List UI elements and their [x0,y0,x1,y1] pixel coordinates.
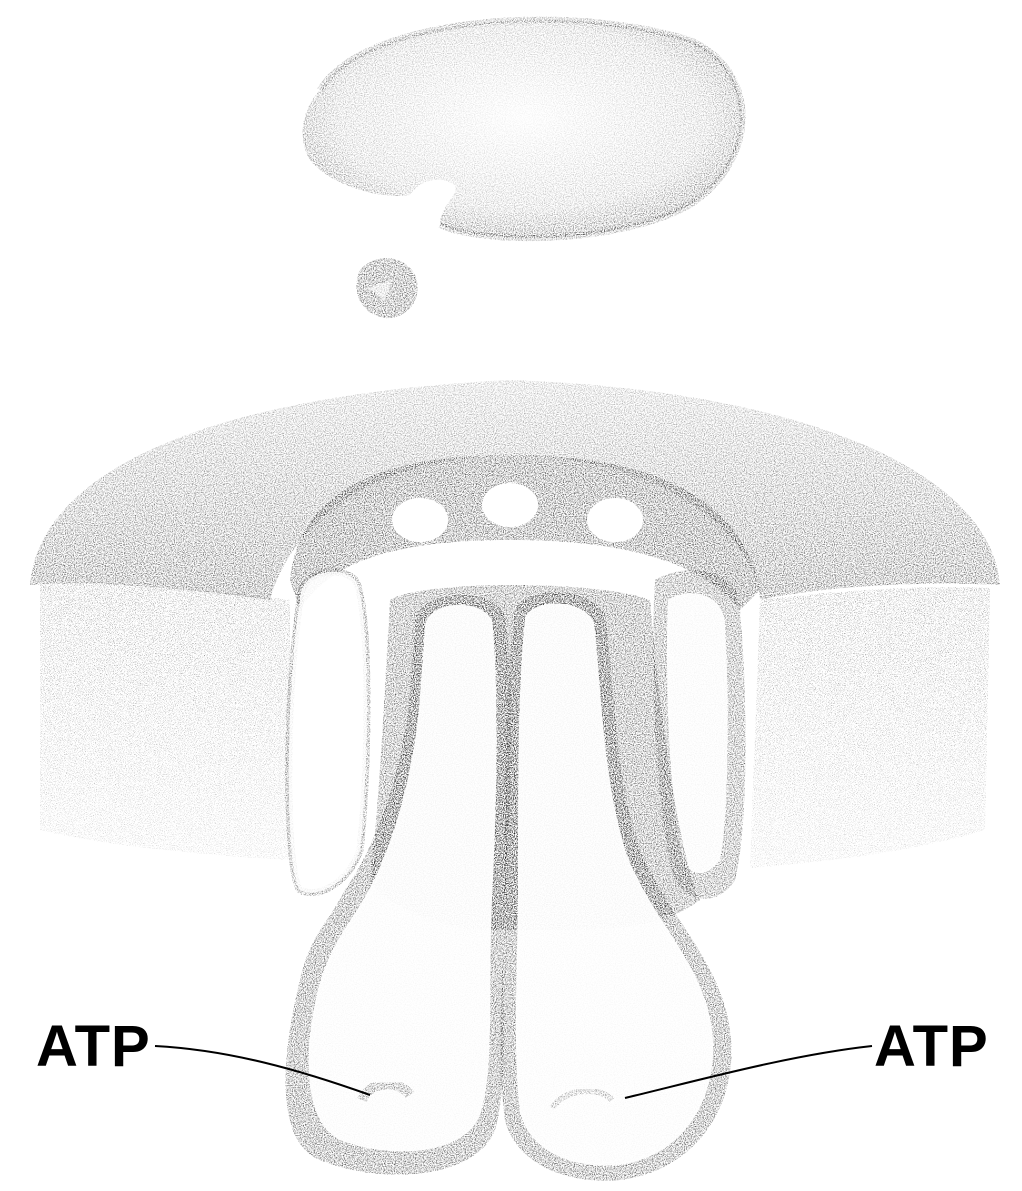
atp-label-right: ATP [874,1018,989,1076]
atp-label-left: ATP [36,1018,151,1076]
outer-left-subunit [289,572,367,893]
lid-subunit [303,20,743,239]
small-fragment [356,258,417,318]
